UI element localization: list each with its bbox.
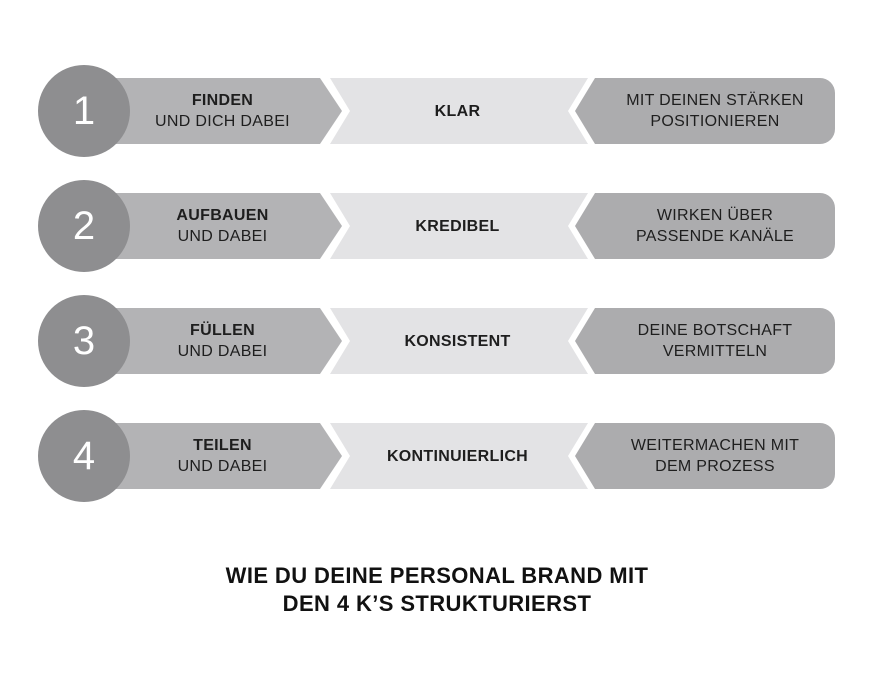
middle-label: KONSISTENT — [404, 332, 511, 350]
step-row-3: 3 FÜLLEN UND DABEI KONSISTENT DEINE BOTS… — [0, 295, 874, 387]
caption-line1: WIE DU DEINE PERSONAL BRAND MIT — [225, 563, 649, 588]
right-text-line1: WEITERMACHEN MIT — [630, 437, 800, 454]
right-text-line2: POSITIONIEREN — [650, 113, 780, 130]
right-text-line1: DEINE BOTSCHAFT — [637, 322, 793, 339]
left-text-line2: UND DABEI — [177, 343, 268, 360]
right-text-line2: DEM PROZESS — [655, 458, 775, 475]
number-circle-2 — [38, 180, 130, 272]
left-text-line2: UND DICH DABEI — [155, 113, 290, 130]
middle-label: KONTINUIERLICH — [386, 447, 529, 465]
right-segment-3 — [575, 308, 835, 374]
step-left-text-2: AUFBAUEN UND DABEI — [120, 194, 325, 258]
number-circle-3 — [38, 295, 130, 387]
step-right-text-3: DEINE BOTSCHAFT VERMITTELN — [600, 309, 830, 373]
step-left-text-1: FINDEN UND DICH DABEI — [120, 79, 325, 143]
step-shapes-4 — [38, 410, 835, 502]
left-text-line1: AUFBAUEN — [176, 207, 269, 224]
right-text-line1: MIT DEINEN STÄRKEN — [626, 92, 804, 109]
step-middle-text-2: KREDIBEL — [330, 194, 585, 258]
step-middle-text-3: KONSISTENT — [330, 309, 585, 373]
step-right-text-4: WEITERMACHEN MIT DEM PROZESS — [600, 424, 830, 488]
step-right-text-1: MIT DEINEN STÄRKEN POSITIONIEREN — [600, 79, 830, 143]
left-segment-4 — [84, 423, 342, 489]
step-left-text-4: TEILEN UND DABEI — [120, 424, 325, 488]
right-text-line2: PASSENDE KANÄLE — [635, 228, 795, 245]
step-shapes-2 — [38, 180, 835, 272]
right-segment-4 — [575, 423, 835, 489]
step-row-1: 1 FINDEN UND DICH DABEI KLAR MIT DEINEN … — [0, 65, 874, 157]
left-text-line1: FINDEN — [191, 92, 254, 109]
step-row-2: 2 AUFBAUEN UND DABEI KREDIBEL WIRKEN ÜBE… — [0, 180, 874, 272]
right-segment-2 — [575, 193, 835, 259]
step-right-text-2: WIRKEN ÜBER PASSENDE KANÄLE — [600, 194, 830, 258]
right-text-line2: VERMITTELN — [662, 343, 768, 360]
left-segment-2 — [84, 193, 342, 259]
left-text-line2: UND DABEI — [177, 458, 268, 475]
diagram-caption: WIE DU DEINE PERSONAL BRAND MIT DEN 4 K’… — [0, 562, 874, 618]
step-middle-text-1: KLAR — [330, 79, 585, 143]
step-row-4: 4 TEILEN UND DABEI KONTINUIERLICH WEITER… — [0, 410, 874, 502]
step-number-4: 4 — [72, 433, 96, 478]
left-segment-3 — [84, 308, 342, 374]
step-shapes-3 — [38, 295, 835, 387]
middle-label: KREDIBEL — [415, 217, 500, 235]
middle-segment-2 — [330, 193, 588, 259]
number-circle-1 — [38, 65, 130, 157]
step-number-2: 2 — [72, 203, 96, 248]
middle-segment-4 — [330, 423, 588, 489]
left-text-line2: UND DABEI — [177, 228, 268, 245]
step-left-text-3: FÜLLEN UND DABEI — [120, 309, 325, 373]
left-text-line1: FÜLLEN — [190, 322, 255, 339]
middle-label: KLAR — [434, 102, 481, 120]
left-text-line1: TEILEN — [193, 437, 252, 454]
step-shapes-1 — [38, 65, 835, 157]
step-number-3: 3 — [72, 318, 96, 363]
step-middle-text-4: KONTINUIERLICH — [330, 424, 585, 488]
step-number-1: 1 — [72, 88, 96, 133]
middle-segment-1 — [330, 78, 588, 144]
number-circle-4 — [38, 410, 130, 502]
left-segment-1 — [84, 78, 342, 144]
right-segment-1 — [575, 78, 835, 144]
caption-line2: DEN 4 K’S STRUKTURIERST — [282, 591, 592, 616]
right-text-line1: WIRKEN ÜBER — [656, 207, 774, 224]
middle-segment-3 — [330, 308, 588, 374]
